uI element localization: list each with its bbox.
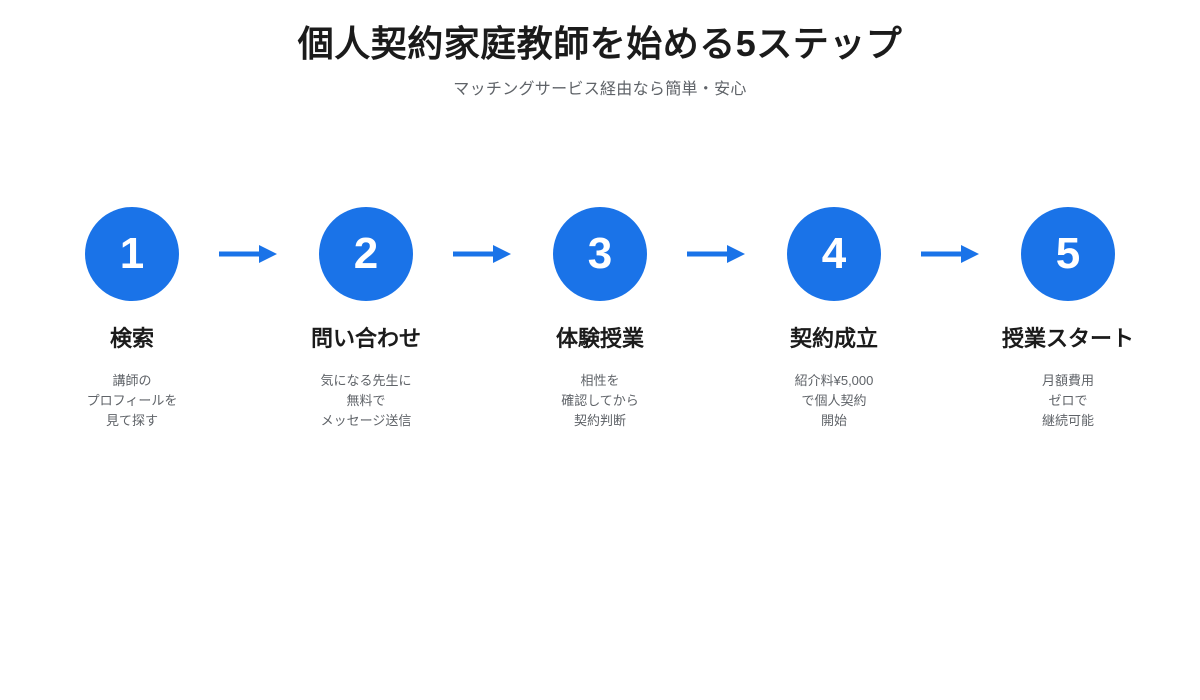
arrow-right-icon — [670, 207, 764, 301]
step-number: 3 — [587, 229, 613, 278]
step-circle: 3 — [553, 207, 647, 301]
step-description: 講師のプロフィールを見て探す — [87, 371, 178, 431]
step-description: 気になる先生に無料でメッセージ送信 — [320, 371, 411, 431]
step-number: 5 — [1055, 229, 1081, 278]
step-label: 授業スタート — [1001, 326, 1134, 351]
step-description: 紹介料¥5,000 で個人契約開始 — [795, 371, 874, 431]
step-circle: 5 — [1021, 207, 1115, 301]
step-number: 2 — [353, 229, 379, 278]
step-label: 検索 — [109, 326, 154, 351]
arrow-right-icon — [202, 207, 296, 301]
arrow-right-icon — [436, 207, 530, 301]
steps-row: 1 検索講師のプロフィールを見て探す 2 問い合わせ気になる先生に無料でメッセージ送信… — [0, 195, 1200, 431]
step-label: 体験授業 — [555, 326, 644, 351]
step-5[interactable]: 5 授業スタート月額費用ゼロで継続可能 — [998, 195, 1138, 431]
page-title: 個人契約家庭教師を始める5ステップ — [297, 23, 903, 64]
step-description-line: 月額費用 — [1041, 373, 1094, 388]
step-description-line: 開始 — [820, 413, 847, 428]
step-3[interactable]: 3 体験授業相性を確認してから契約判断 — [530, 195, 670, 431]
step-description: 月額費用ゼロで継続可能 — [1042, 371, 1094, 431]
step-description-line: 契約判断 — [573, 413, 626, 428]
arrow-right-icon — [904, 207, 998, 301]
step-description-line: 無料で — [346, 393, 386, 408]
step-description-line: で個人契約 — [801, 393, 867, 408]
step-description-line: 講師の — [112, 373, 152, 388]
step-2[interactable]: 2 問い合わせ気になる先生に無料でメッセージ送信 — [296, 195, 436, 431]
step-description-line: 確認してから — [561, 393, 639, 408]
step-description-line: 気になる先生に — [320, 373, 412, 388]
step-label: 契約成立 — [789, 326, 878, 351]
header: 個人契約家庭教師を始める5ステップ マッチングサービス経由なら簡単・安心 — [0, 0, 1200, 102]
step-1[interactable]: 1 検索講師のプロフィールを見て探す — [62, 195, 202, 431]
step-description-line: 見て探す — [105, 413, 158, 428]
step-number: 4 — [821, 229, 847, 278]
page-subtitle: マッチングサービス経由なら簡単・安心 — [453, 81, 747, 98]
step-description-line: ゼロで — [1048, 393, 1088, 408]
step-description-line: 紹介料¥5,000 — [794, 373, 874, 388]
step-description-line: 継続可能 — [1041, 413, 1094, 428]
step-number: 1 — [119, 229, 145, 278]
step-circle: 2 — [319, 207, 413, 301]
step-circle: 1 — [85, 207, 179, 301]
step-description: 相性を確認してから契約判断 — [561, 371, 639, 431]
step-description-line: 相性を — [580, 373, 620, 388]
step-description-line: メッセージ送信 — [320, 413, 412, 428]
step-4[interactable]: 4 契約成立紹介料¥5,000 で個人契約開始 — [764, 195, 904, 431]
step-label: 問い合わせ — [310, 326, 421, 351]
step-circle: 4 — [787, 207, 881, 301]
step-description-line: プロフィールを — [86, 393, 178, 408]
